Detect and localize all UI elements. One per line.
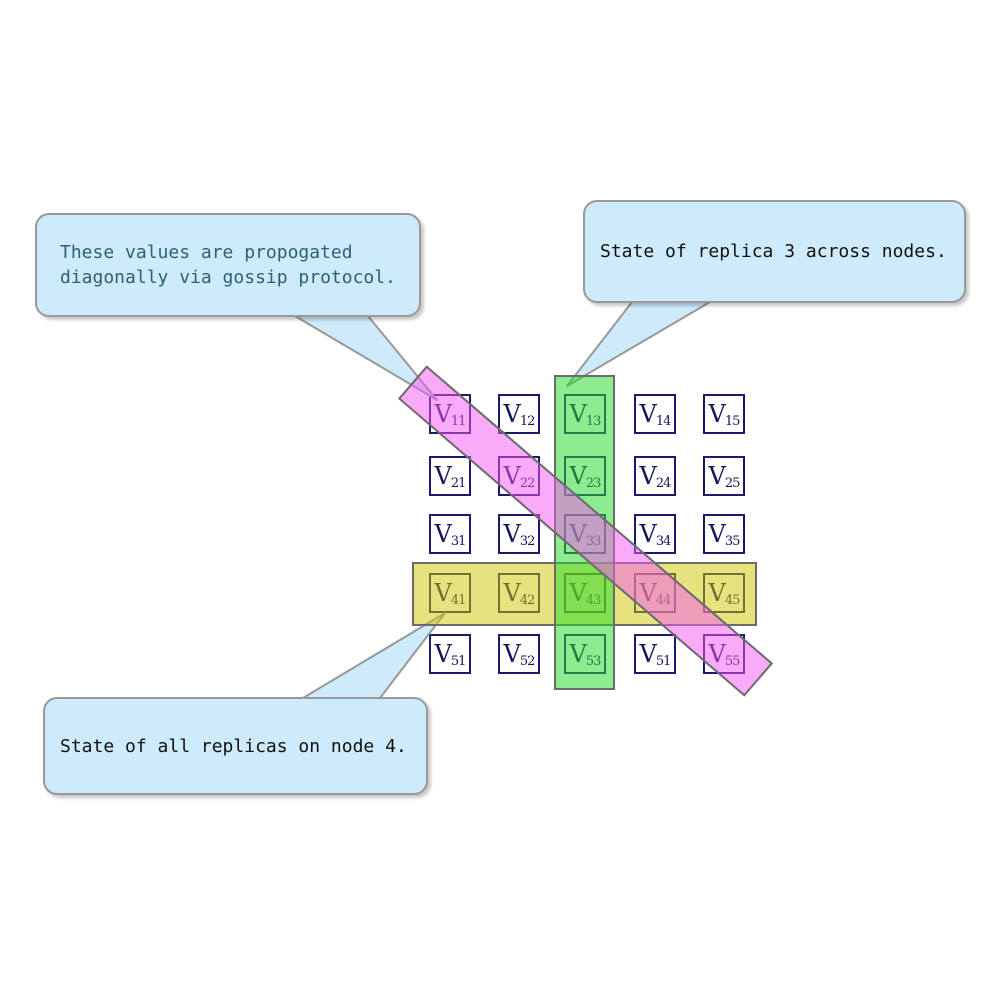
cell-value-letter: V [639, 462, 657, 490]
cell-subscript: 25 [724, 475, 741, 491]
callout-node4-text: State of all replicas on node 4. [60, 735, 407, 757]
cell-subscript: 14 [655, 413, 672, 429]
cell-value-letter: V [434, 640, 452, 668]
cell-subscript: 24 [655, 475, 672, 491]
cell-subscript: 51 [655, 653, 672, 669]
cell-subscript: 32 [519, 533, 536, 549]
cell-subscript: 12 [519, 413, 536, 429]
cell-subscript: 31 [450, 533, 467, 549]
cell-subscript: 21 [450, 475, 467, 491]
cell-value-letter: V [708, 520, 726, 548]
callout-gossip-diagonal: These values are propogated diagonally v… [35, 213, 421, 317]
cell-value-letter: V [503, 400, 521, 428]
cell-value-letter: V [434, 462, 452, 490]
cell-subscript: 52 [519, 653, 536, 669]
cell-subscript: 35 [724, 533, 741, 549]
cell-value-letter: V [639, 640, 657, 668]
cell-value-letter: V [503, 520, 521, 548]
callout-node4: State of all replicas on node 4. [43, 697, 428, 795]
cell-subscript: 34 [655, 533, 672, 549]
cell-value-letter: V [708, 462, 726, 490]
cell-value-letter: V [434, 520, 452, 548]
callout-gossip-text: These values are propogated diagonally v… [60, 242, 396, 288]
callout-replica3: State of replica 3 across nodes. [583, 200, 966, 303]
cell-subscript: 15 [724, 413, 741, 429]
cell-value-letter: V [503, 640, 521, 668]
cell-value-letter: V [639, 400, 657, 428]
cell-subscript: 51 [450, 653, 467, 669]
cell-value-letter: V [708, 400, 726, 428]
cell-value-letter: V [639, 520, 657, 548]
callout-replica3-text: State of replica 3 across nodes. [600, 241, 947, 262]
callout-arrow-replica3 [566, 301, 711, 387]
